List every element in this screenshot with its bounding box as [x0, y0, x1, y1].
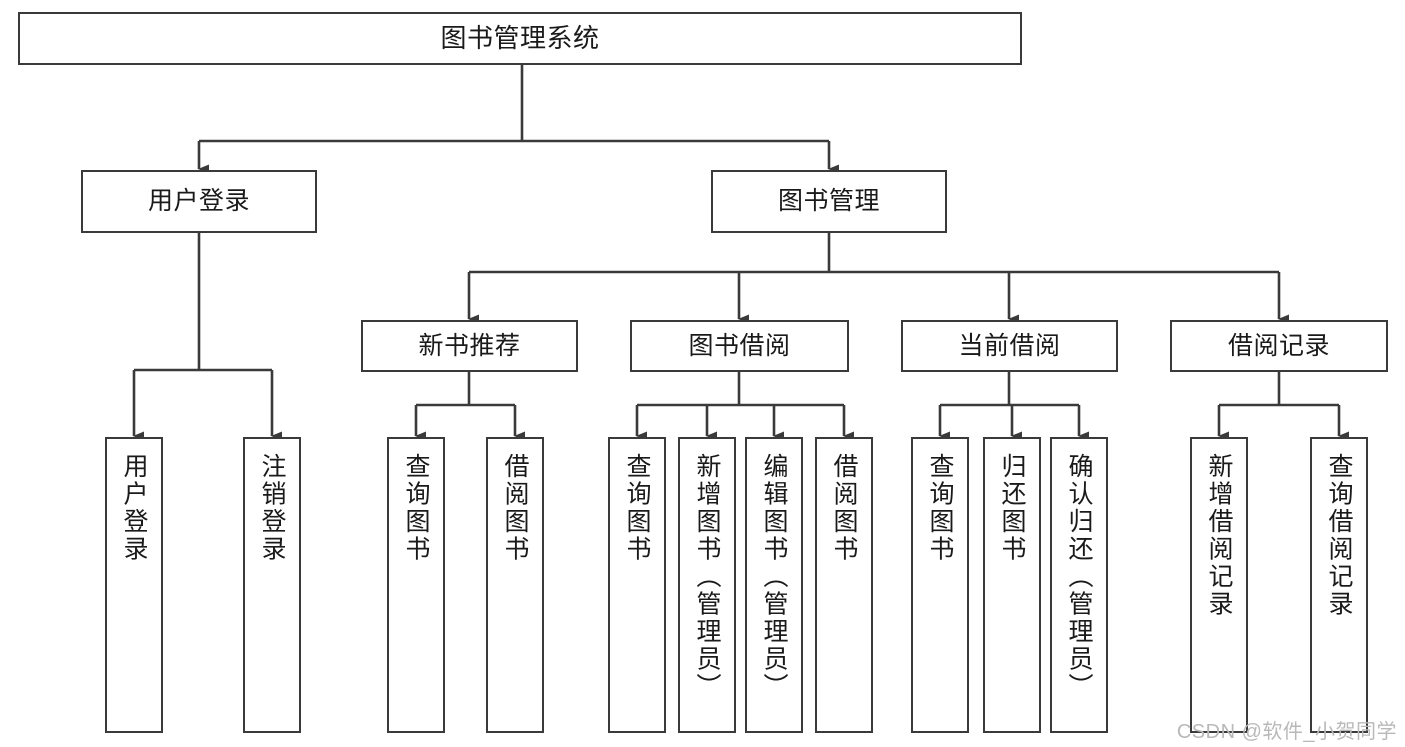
- node-label: 注销登录: [258, 453, 286, 563]
- node-label: 编辑图书（管理员）: [760, 453, 788, 701]
- node-label: 借阅记录: [1227, 331, 1330, 360]
- node-leaf-user-logout[interactable]: 注销登录: [243, 437, 301, 733]
- node-borrow-record[interactable]: 借阅记录: [1170, 320, 1388, 372]
- node-leaf-query-book-current[interactable]: 查询图书: [911, 437, 969, 733]
- node-label: 用户登录: [120, 453, 148, 563]
- node-current-borrow[interactable]: 当前借阅: [901, 320, 1118, 372]
- node-leaf-return-book[interactable]: 归还图书: [983, 437, 1041, 733]
- node-leaf-query-book-new[interactable]: 查询图书: [387, 437, 445, 733]
- node-leaf-add-borrow-record[interactable]: 新增借阅记录: [1190, 437, 1248, 733]
- node-label: 借阅图书: [830, 453, 858, 563]
- node-label: 确认归还（管理员）: [1065, 453, 1093, 701]
- node-label: 新书推荐: [418, 331, 521, 360]
- node-label: 查询图书: [623, 453, 651, 563]
- node-root-system[interactable]: 图书管理系统: [18, 12, 1022, 65]
- node-leaf-edit-book-admin[interactable]: 编辑图书（管理员）: [745, 437, 803, 733]
- node-label: 图书管理系统: [440, 22, 600, 53]
- node-leaf-add-book-admin[interactable]: 新增图书（管理员）: [678, 437, 736, 733]
- node-leaf-user-login[interactable]: 用户登录: [105, 437, 163, 733]
- node-leaf-query-borrow-record[interactable]: 查询借阅记录: [1310, 437, 1368, 733]
- node-label: 归还图书: [998, 453, 1026, 563]
- node-label: 图书借阅: [688, 331, 791, 360]
- node-user-login[interactable]: 用户登录: [81, 170, 317, 233]
- node-leaf-confirm-return-admin[interactable]: 确认归还（管理员）: [1050, 437, 1108, 733]
- node-label: 图书管理: [777, 187, 880, 216]
- node-label: 用户登录: [147, 187, 250, 216]
- node-label: 查询借阅记录: [1325, 453, 1353, 618]
- node-label: 查询图书: [926, 453, 954, 563]
- node-label: 当前借阅: [958, 331, 1061, 360]
- node-book-manage[interactable]: 图书管理: [711, 170, 947, 233]
- node-label: 新增图书（管理员）: [693, 453, 721, 701]
- node-label: 查询图书: [402, 453, 430, 563]
- node-leaf-borrow-book-new[interactable]: 借阅图书: [486, 437, 544, 733]
- node-new-book-recommend[interactable]: 新书推荐: [361, 320, 578, 372]
- node-label: 新增借阅记录: [1205, 453, 1233, 618]
- node-book-borrow[interactable]: 图书借阅: [630, 320, 849, 372]
- node-leaf-borrow-book[interactable]: 借阅图书: [815, 437, 873, 733]
- node-leaf-query-book[interactable]: 查询图书: [608, 437, 666, 733]
- node-label: 借阅图书: [501, 453, 529, 563]
